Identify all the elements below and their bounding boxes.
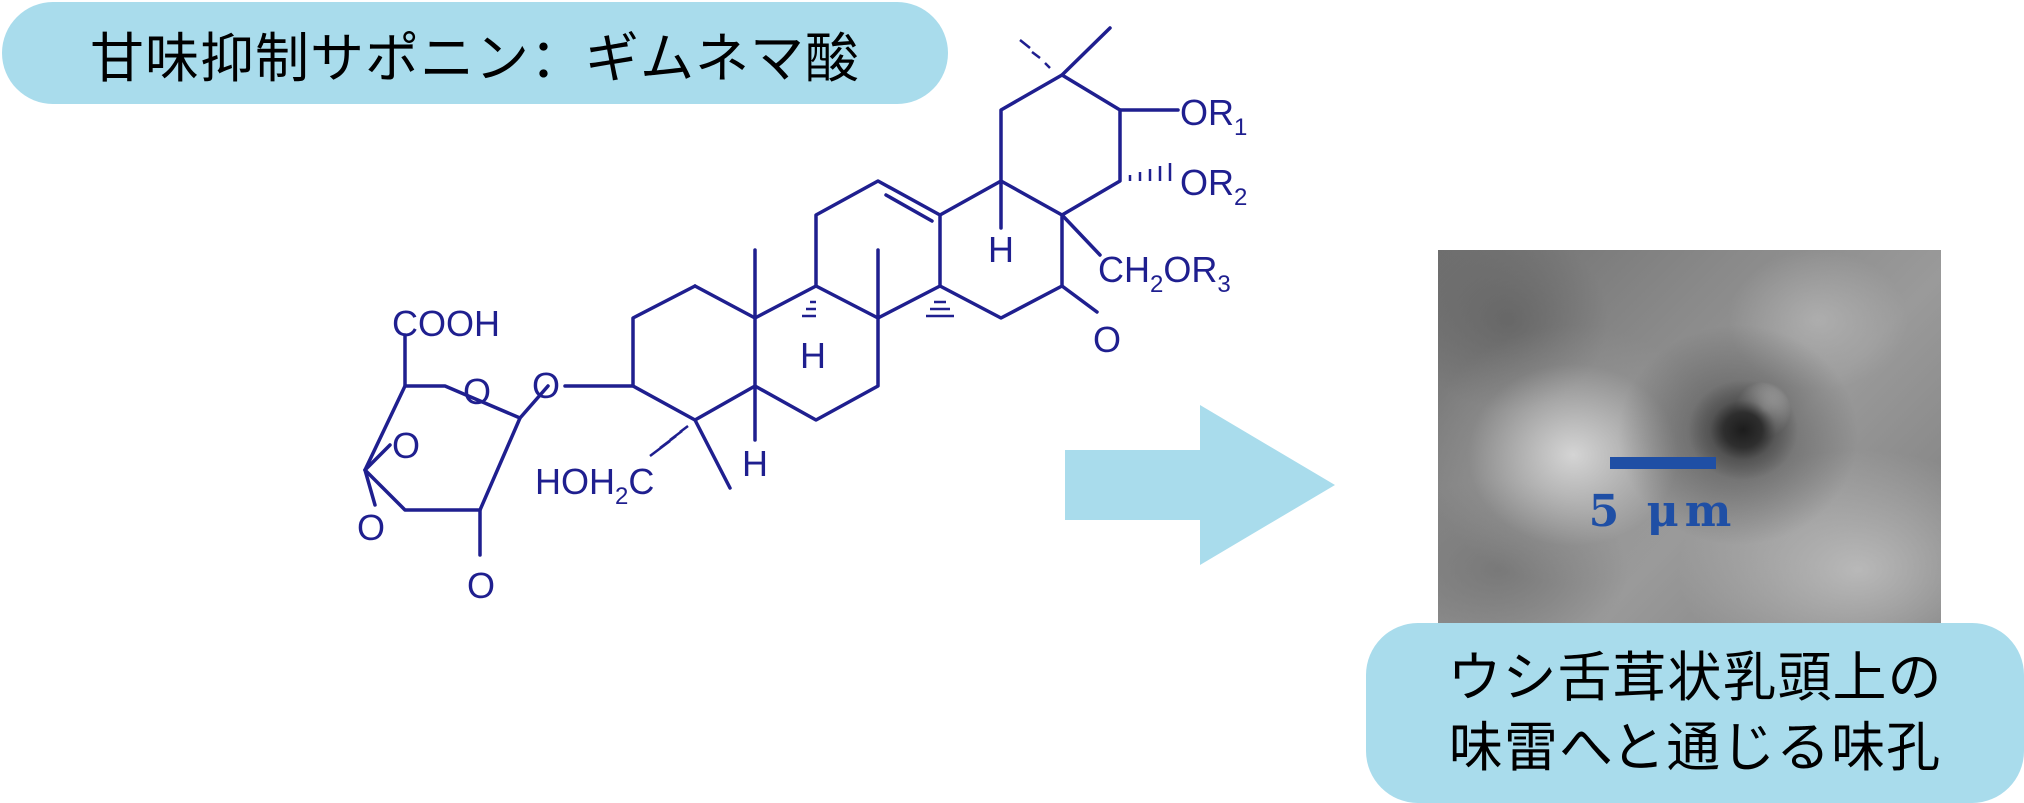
sugar-o-bottom-left-label: O: [357, 507, 385, 548]
ring-d: [938, 179, 1064, 320]
cooh-label: COOH: [392, 303, 500, 344]
scale-label: 5 μm: [1588, 486, 1738, 537]
sem-micrograph: 5 μm: [1438, 250, 1941, 626]
title-label: 甘味抑制サポニン：ギムネマ酸: [2, 2, 948, 104]
svg-text:OR1: OR1: [1180, 92, 1247, 141]
or1-label: OR: [1180, 92, 1234, 133]
caption-label: ウシ舌茸状乳頭上の 味雷へと通じる味孔: [1366, 623, 2024, 803]
ring-o-label: O: [463, 371, 491, 412]
ring-b: [753, 284, 880, 422]
or2-label: OR: [1180, 162, 1234, 203]
ketone-o-label: O: [1093, 319, 1121, 360]
ring-c: [814, 179, 942, 320]
sugar-o-bond-1: [518, 384, 550, 420]
h-upper-label: H: [988, 229, 1014, 270]
h-mid-label: H: [800, 335, 826, 376]
ring-a: [631, 284, 757, 422]
ketone-bond: [1060, 284, 1099, 314]
methyl-gem: [693, 418, 732, 490]
sugar-left-bond: [363, 443, 392, 472]
sugar-o-bottom-label: O: [467, 565, 495, 606]
right-arrow-icon: [1065, 405, 1335, 565]
h-lower-label: H: [742, 443, 768, 484]
ch2or3-subscript-2: 3: [1217, 271, 1230, 298]
sugar-bottom-left-bond: [363, 468, 377, 507]
or2-subscript: 2: [1234, 184, 1247, 211]
svg-text:HOH2C: HOH2C: [535, 461, 654, 510]
glycosidic-o-label: O: [532, 365, 560, 406]
ch2or3-bond: [1060, 213, 1102, 257]
ring-e: [999, 73, 1122, 217]
ch2or3-subscript-1: 2: [1150, 271, 1163, 298]
or1-subscript: 1: [1234, 114, 1247, 141]
caption-line-2: 味雷へと通じる味孔: [1448, 716, 1942, 779]
hoh2c-label: HOH: [535, 461, 615, 502]
sugar-o-left-label: O: [392, 425, 420, 466]
double-bond: [884, 193, 934, 223]
methyl-c: [1060, 26, 1112, 77]
scale-bar: [1610, 457, 1716, 469]
gymnemic-acid-structure: OR1 OR2 CH2OR3 O H H H O HOH2C COOH O O …: [357, 26, 1247, 606]
svg-text:CH2OR3: CH2OR3: [1098, 249, 1231, 298]
ch2or3-label: CH: [1098, 249, 1150, 290]
hoh2c-label-b: C: [628, 461, 654, 502]
hoh2c-subscript: 2: [615, 483, 628, 510]
svg-text:OR2: OR2: [1180, 162, 1247, 211]
caption-line-1: ウシ舌茸状乳頭上の: [1447, 646, 1943, 709]
ch2or3-label-b: OR: [1163, 249, 1217, 290]
